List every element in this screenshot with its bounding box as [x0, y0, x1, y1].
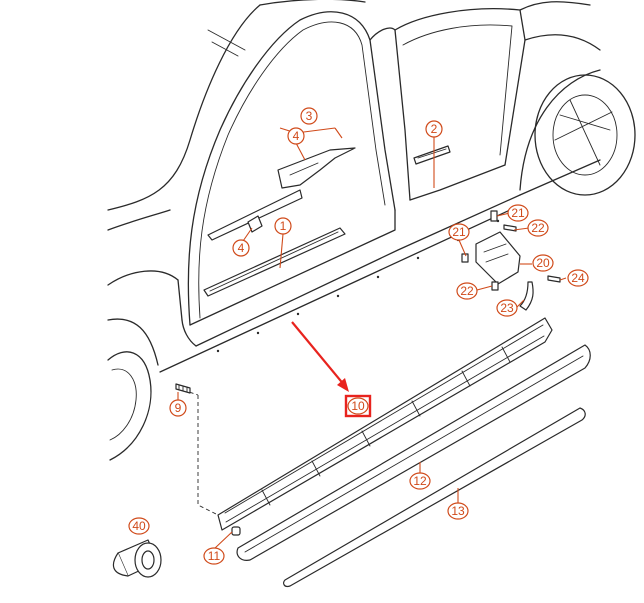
callout-label: 3: [306, 109, 313, 123]
adhesive-tape-roll: [112, 539, 162, 578]
callout-bubble: [232, 239, 250, 257]
callout-bubble: [507, 204, 529, 222]
car-body-outline: [107, 0, 636, 461]
callout-21: 21: [448, 223, 470, 241]
highlight-box: [344, 394, 372, 418]
callout-20: 20: [532, 254, 554, 272]
callout-bubble: [447, 502, 469, 520]
callout-bubble: [287, 127, 305, 145]
callout-label: 21: [511, 206, 525, 220]
callout-label: 13: [451, 504, 465, 518]
callout-bubble: [532, 254, 554, 272]
callout-23: 23: [496, 299, 518, 317]
callout-label: 21: [452, 225, 466, 239]
callout-bubble: [567, 269, 589, 287]
callout-11: 11: [203, 547, 225, 565]
callout-label: 10: [351, 399, 365, 413]
fastener-11: [231, 526, 241, 536]
callout-label: 12: [413, 474, 427, 488]
callout-bubble: [169, 399, 187, 417]
callout-bubble: [425, 120, 443, 138]
callout-label: 4: [238, 241, 245, 255]
callout-13: 13: [447, 502, 469, 520]
callout-bubble: [128, 517, 150, 535]
side-skirt-frame: [182, 317, 553, 531]
jack-bracket: [461, 210, 561, 311]
callout-label: 40: [132, 519, 146, 533]
callout-label: 24: [571, 271, 585, 285]
rear-door-sill-trim: [413, 145, 451, 165]
callout-label: 20: [536, 256, 550, 270]
callout-bubble: [347, 397, 369, 415]
callout-21: 21: [507, 204, 529, 222]
trim-strip: [283, 407, 586, 588]
callout-bubble: [496, 299, 518, 317]
callout-3: 3: [300, 107, 318, 125]
fastener-9: [175, 383, 191, 394]
callout-label: 9: [175, 401, 182, 415]
callout-4: 4: [232, 239, 250, 257]
inner-sill-bracket: [277, 147, 356, 189]
callout-2: 2: [425, 120, 443, 138]
callout-bubble: [203, 547, 225, 565]
side-skirt-cover: [236, 344, 591, 561]
callout-10: 10: [347, 397, 369, 415]
front-door-sill-trim: [203, 189, 346, 297]
callout-label: 23: [500, 301, 514, 315]
callout-bubble: [274, 217, 292, 235]
callout-bubble: [527, 219, 549, 237]
callout-22: 22: [456, 282, 478, 300]
highlight-arrow: [291, 321, 349, 392]
callout-bubble: [456, 282, 478, 300]
callout-label: 1: [280, 219, 287, 233]
callout-9: 9: [169, 399, 187, 417]
callout-12: 12: [409, 472, 431, 490]
callout-4: 4: [287, 127, 305, 145]
callout-24: 24: [567, 269, 589, 287]
callout-bubble: [448, 223, 470, 241]
callout-label: 4: [293, 129, 300, 143]
callout-label: 22: [460, 284, 474, 298]
callout-label: 22: [531, 221, 545, 235]
callout-40: 40: [128, 517, 150, 535]
callout-bubble: [300, 107, 318, 125]
callout-22: 22: [527, 219, 549, 237]
callout-1: 1: [274, 217, 292, 235]
callout-label: 2: [431, 122, 438, 136]
callout-label: 11: [208, 549, 221, 563]
callout-bubble: [409, 472, 431, 490]
